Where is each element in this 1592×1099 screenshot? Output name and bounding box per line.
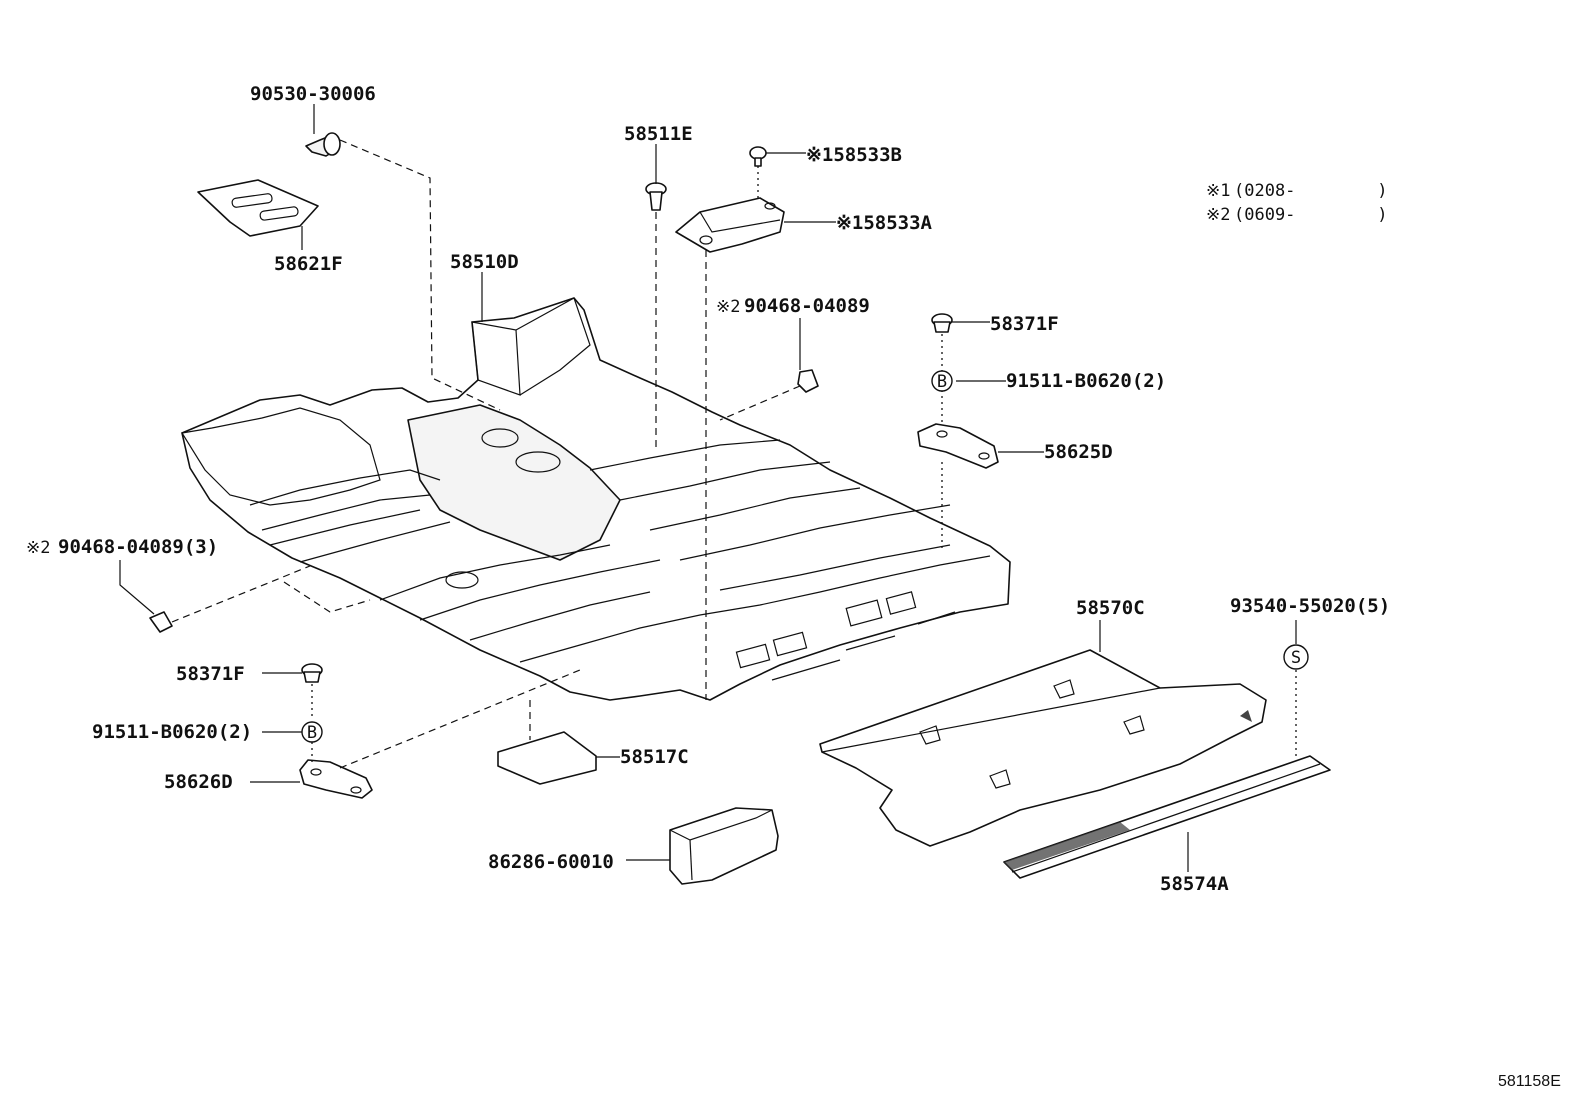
clip-90530-30006 <box>305 132 341 157</box>
bolt-marker-b-top: B <box>931 370 953 392</box>
pad-58517c <box>497 731 597 785</box>
bracket-158533a <box>675 197 785 253</box>
label-58510d: 58510D <box>450 251 519 273</box>
svg-text:B: B <box>937 372 947 392</box>
label-58511e: 58511E <box>624 123 693 145</box>
clip-58511e <box>645 182 667 211</box>
clip-90468-left <box>149 611 173 633</box>
label-86286-60010: 86286-60010 <box>488 851 614 873</box>
label-90468-04089-top: 90468-04089 <box>744 295 870 317</box>
label-58625d: 58625D <box>1044 441 1113 463</box>
label-58517c: 58517C <box>620 746 689 768</box>
floor-carpet-58510d <box>181 297 1011 701</box>
label-91511-b0620-left: 91511-B0620(2) <box>92 721 252 743</box>
label-90530-30006: 90530-30006 <box>250 83 376 105</box>
label-90468-left-mark: ※2 <box>26 538 50 558</box>
bolt-marker-b-left: B <box>301 721 323 743</box>
label-91511-b0620-top: 91511-B0620(2) <box>1006 370 1166 392</box>
label-58621f: 58621F <box>274 253 343 275</box>
cap-58371f-left <box>301 663 323 683</box>
leader-lines <box>119 104 1297 872</box>
cap-58371f-top <box>931 313 953 333</box>
screw-158533b <box>749 146 767 167</box>
label-58574a: 58574A <box>1160 873 1229 895</box>
note-1-mark: ※1 <box>1206 181 1230 201</box>
label-93540-55020: 93540-55020(5) <box>1230 595 1390 617</box>
drawing-number: 581158E <box>1498 1073 1561 1090</box>
svg-text:B: B <box>307 723 317 743</box>
bracket-58626d <box>299 759 373 799</box>
block-86286-60010 <box>669 807 779 885</box>
label-58570c: 58570C <box>1076 597 1145 619</box>
note-2-mark: ※2 <box>1206 205 1230 225</box>
bracket-58625d <box>917 423 999 469</box>
label-158533a: ※158533A <box>836 212 933 234</box>
clip-90468-top <box>797 369 819 393</box>
screw-marker-s: S <box>1283 644 1309 670</box>
label-90468-top-mark: ※2 <box>716 297 740 317</box>
label-90468-04089-left: 90468-04089(3) <box>58 536 218 558</box>
note-1-text: (0208- ) <box>1234 181 1388 201</box>
label-58371f-top: 58371F <box>990 313 1059 335</box>
note-2-text: (0609- ) <box>1234 205 1388 225</box>
mat-piece-58621f <box>197 179 319 237</box>
label-58626d: 58626D <box>164 771 233 793</box>
svg-text:S: S <box>1291 648 1301 668</box>
panel-58570c <box>819 649 1267 847</box>
label-58371f-left: 58371F <box>176 663 245 685</box>
label-158533b: ※158533B <box>806 144 902 166</box>
scuff-plate-58574a <box>1003 755 1331 879</box>
